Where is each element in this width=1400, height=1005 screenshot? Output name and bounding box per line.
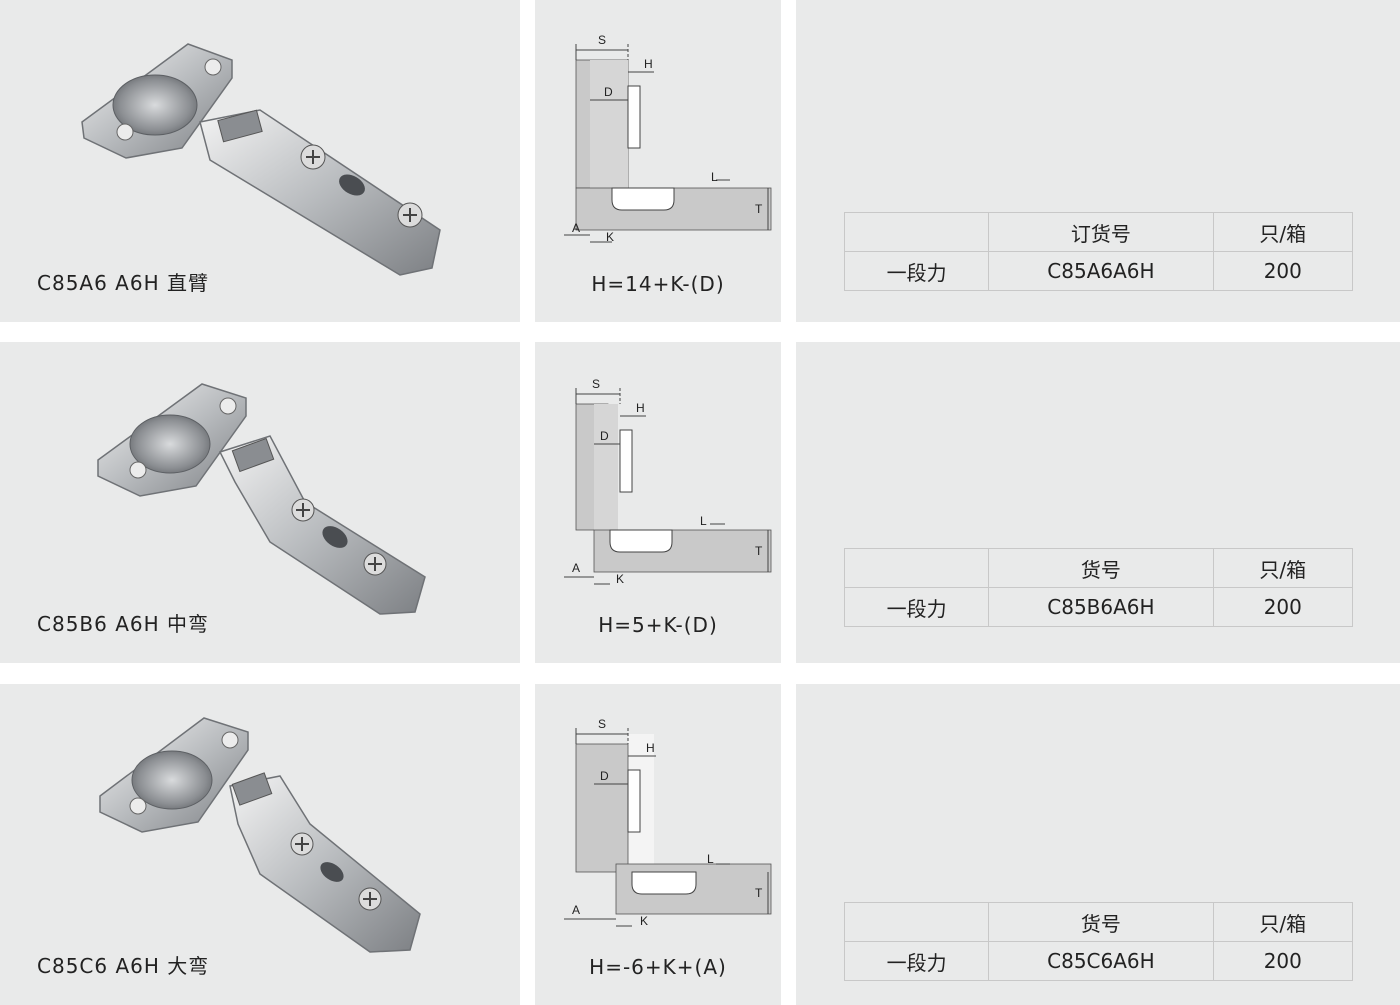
dimension-t-label: T [755, 202, 763, 216]
dimension-s-label: S [598, 33, 606, 47]
spec-table-panel-2: 货号 只/箱 一段力 C85B6A6H 200 [796, 342, 1400, 663]
table-cell: 一段力 [843, 251, 990, 291]
dimension-a-label: A [572, 561, 580, 575]
table-row: 一段力 C85A6A6H 200 [843, 251, 1354, 291]
dimension-d-label: D [604, 85, 613, 99]
spec-table: 货号 只/箱 一段力 C85B6A6H 200 [843, 548, 1354, 627]
formula: H=-6+K+(A) [589, 955, 727, 979]
dimension-k-label: K [640, 914, 648, 928]
dimension-l-label: L [700, 514, 707, 528]
hinge-image-full-crank [99, 717, 421, 953]
table-header-cell [843, 902, 990, 942]
dimension-t-label: T [755, 544, 763, 558]
mounting-diagram-straight-arm: S H D L T A K [564, 33, 772, 244]
formula: H=5+K-(D) [598, 613, 718, 637]
table-header-cell: 货号 [988, 548, 1214, 588]
spec-table-panel-3: 货号 只/箱 一段力 C85C6A6H 200 [796, 684, 1400, 1005]
dimension-s-label: S [592, 377, 600, 391]
mounting-diagram-full-crank: S H D L T A K [564, 717, 772, 928]
table-header-row: 货号 只/箱 [843, 902, 1354, 942]
formula: H=14+K-(D) [591, 272, 725, 296]
dimension-s-label: S [598, 717, 606, 731]
dimension-k-label: K [606, 230, 614, 244]
table-header-cell [843, 212, 990, 252]
table-row: 一段力 C85C6A6H 200 [843, 941, 1354, 981]
spec-table-panel-1: 订货号 只/箱 一段力 C85A6A6H 200 [796, 0, 1400, 322]
model-label: C85A6 A6H 直臂 [37, 271, 209, 295]
model-label: C85B6 A6H 中弯 [37, 612, 210, 636]
table-header-cell: 只/箱 [1212, 902, 1354, 942]
spec-table: 货号 只/箱 一段力 C85C6A6H 200 [843, 902, 1354, 981]
table-cell: C85A6A6H [988, 251, 1214, 291]
table-cell: 200 [1212, 941, 1354, 981]
mounting-diagram-half-crank: S H D L T A K [564, 377, 772, 586]
dimension-d-label: D [600, 769, 609, 783]
table-header-cell: 订货号 [988, 212, 1214, 252]
dimension-a-label: A [572, 221, 580, 235]
table-cell: C85B6A6H [988, 587, 1214, 627]
hinge-photo-panel-2: C85B6 A6H 中弯 [0, 342, 520, 663]
dimension-h-label: H [636, 401, 645, 415]
table-cell: 200 [1212, 251, 1354, 291]
hinge-photo-panel-3: C85C6 A6H 大弯 [0, 684, 520, 1005]
mounting-diagram-panel-1: S H D L T A K H=14+K-(D) [535, 0, 781, 322]
table-row: 一段力 C85B6A6H 200 [843, 587, 1354, 627]
dimension-a-label: A [572, 903, 580, 917]
dimension-h-label: H [644, 57, 653, 71]
mounting-diagram-panel-2: S H D L T A K H=5+K-(D) [535, 342, 781, 663]
table-header-cell: 只/箱 [1212, 212, 1354, 252]
table-cell: 一段力 [843, 587, 990, 627]
table-cell: C85C6A6H [988, 941, 1214, 981]
table-cell: 一段力 [843, 941, 990, 981]
dimension-l-label: L [707, 852, 714, 866]
table-header-cell [843, 548, 990, 588]
dimension-h-label: H [646, 741, 655, 755]
model-label: C85C6 A6H 大弯 [37, 954, 210, 978]
dimension-l-label: L [711, 170, 718, 184]
table-cell: 200 [1212, 587, 1354, 627]
spec-table: 订货号 只/箱 一段力 C85A6A6H 200 [843, 212, 1354, 291]
table-header-row: 货号 只/箱 [843, 548, 1354, 588]
mounting-diagram-panel-3: S H D L T A K H=-6+K+(A) [535, 684, 781, 1005]
hinge-photo-panel-1: C85A6 A6H 直臂 [0, 0, 520, 322]
table-header-cell: 只/箱 [1212, 548, 1354, 588]
dimension-t-label: T [755, 886, 763, 900]
dimension-d-label: D [600, 429, 609, 443]
hinge-image-straight-arm [81, 43, 441, 276]
table-header-cell: 货号 [988, 902, 1214, 942]
dimension-k-label: K [616, 572, 624, 586]
table-header-row: 订货号 只/箱 [843, 212, 1354, 252]
hinge-image-half-crank [97, 383, 426, 615]
